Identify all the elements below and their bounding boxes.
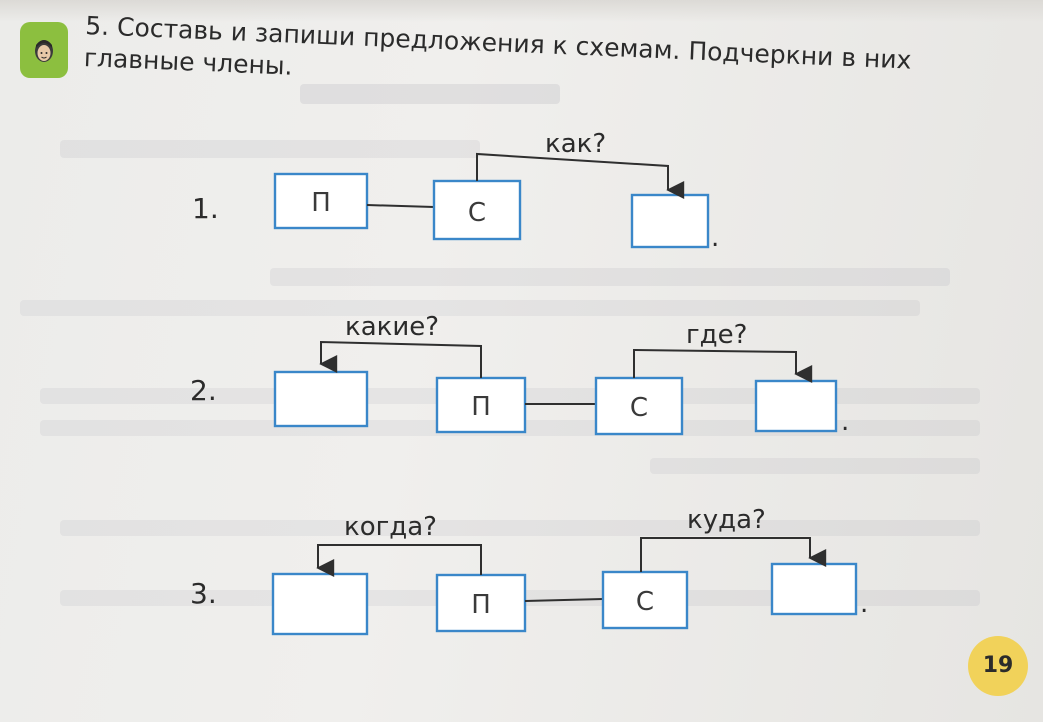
box-label: П [471, 392, 491, 422]
box-empty [271, 572, 369, 636]
scheme-1: 1. П С . как? [192, 129, 719, 253]
sentence-end-mark: . [841, 407, 849, 437]
box-label: П [311, 188, 331, 218]
question-arrow [316, 544, 482, 577]
box-predicate [273, 172, 369, 230]
scheme-number: 3. [190, 577, 217, 610]
question-arrow [633, 348, 813, 383]
question-label: куда? [687, 505, 766, 535]
page-number: 19 [968, 636, 1028, 696]
box-subject [601, 570, 689, 630]
box-label: С [468, 198, 486, 228]
scheme-2: 2. П С . какие? где? [190, 312, 849, 437]
predicate-subject-link [524, 598, 604, 602]
student-face-icon [35, 40, 53, 62]
task-badge [20, 22, 68, 78]
question-label: какие? [345, 312, 439, 342]
scheme-3: 3. П С . когда? куда? [190, 505, 868, 636]
page-top-edge [0, 0, 1043, 22]
box-label: С [636, 587, 654, 617]
question-arrow [319, 340, 482, 378]
box-subject [594, 376, 684, 436]
predicate-subject-link [366, 204, 435, 208]
scheme-number: 2. [190, 374, 217, 407]
sentence-end-mark: . [860, 589, 868, 619]
box-label: П [471, 590, 491, 620]
box-empty [630, 193, 710, 249]
box-label: С [630, 393, 648, 423]
question-label: как? [545, 129, 606, 159]
question-label: где? [686, 320, 747, 350]
scheme-number: 1. [192, 192, 219, 225]
box-predicate [435, 573, 527, 633]
sentence-end-mark: . [711, 223, 719, 253]
question-label: когда? [344, 512, 437, 542]
box-empty [754, 379, 838, 433]
question-arrow [640, 537, 827, 572]
question-arrow [476, 152, 685, 199]
box-empty [770, 562, 858, 616]
box-empty [273, 370, 369, 428]
